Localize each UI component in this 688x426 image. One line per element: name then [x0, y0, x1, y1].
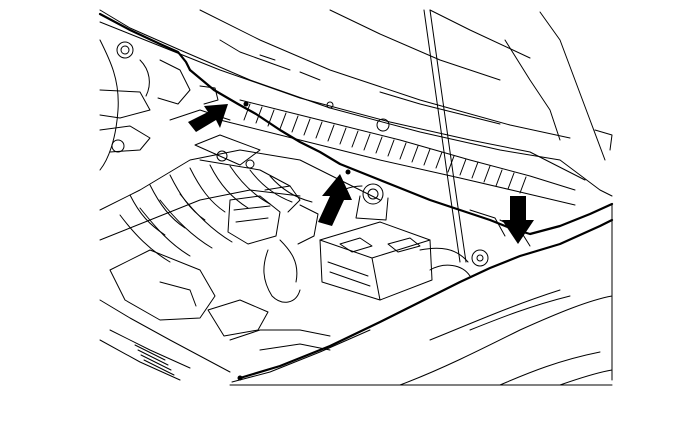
battery-box	[319, 183, 433, 301]
left-fender-area	[99, 39, 231, 171]
channel-markers	[237, 101, 351, 381]
hood-support-rod	[423, 9, 467, 263]
hood	[99, 9, 613, 197]
arrow-left	[188, 104, 228, 132]
arrow-right	[502, 196, 534, 244]
right-fender-panel	[229, 203, 613, 386]
cowl-panel	[219, 99, 576, 206]
lower-front-structure	[99, 299, 331, 381]
hood-front-edge	[98, 12, 614, 383]
engine-block	[99, 134, 381, 321]
arrow-center	[318, 174, 352, 226]
